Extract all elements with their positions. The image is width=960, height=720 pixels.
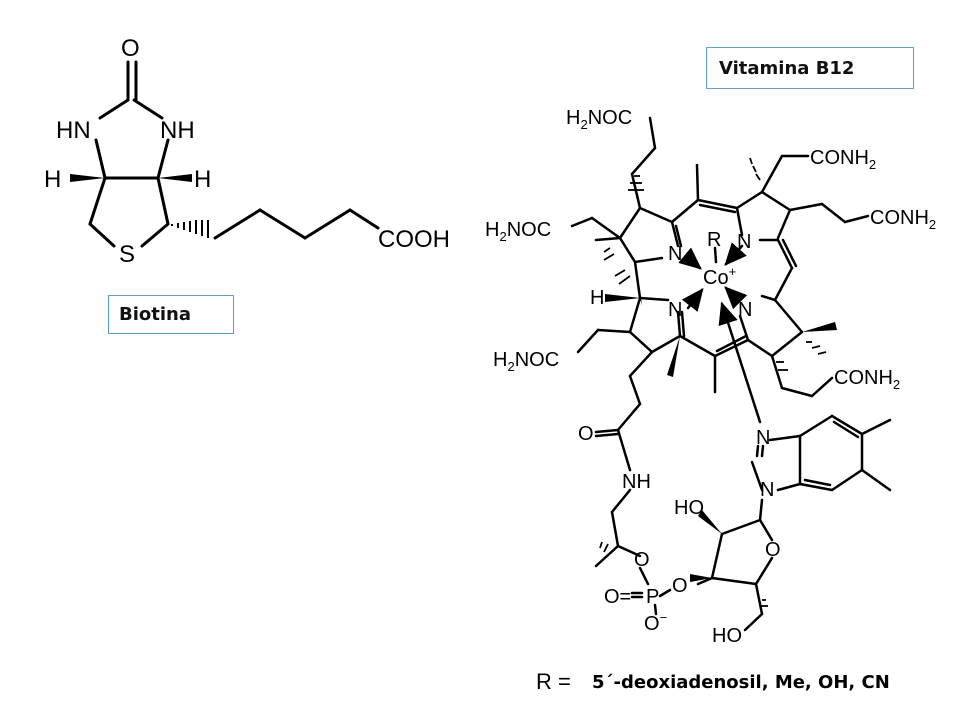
biotin-structure (88, 60, 380, 248)
biotin-h-right: H (194, 166, 211, 193)
b12-phosphate-p: P (646, 586, 659, 608)
b12-amide-lower-left: H2NOC (493, 349, 559, 374)
biotin-cooh: COOH (378, 226, 450, 253)
b12-conh2-top: CONH2 (810, 147, 876, 172)
b12-stereo-bonds (599, 157, 837, 607)
b12-amide-nh: NH (622, 471, 651, 493)
b12-atom-labels: H2NOC H2NOC H2NOC CONH2 CONH2 CONH2 R Co… (485, 107, 936, 647)
b12-corrin-skeleton (570, 116, 892, 632)
biotin-atom-labels: O HN NH H H S COOH (44, 35, 450, 268)
b12-h-ring: H (590, 287, 604, 309)
b12-ring-n-2: N (737, 231, 751, 253)
vitamin-b12-label-box: Vitamina B12 (706, 47, 914, 89)
b12-ring-n-3: N (668, 299, 682, 321)
biotin-nh-right: NH (160, 117, 195, 144)
b12-cobalt: Co+ (703, 264, 736, 289)
biotin-nh-left: HN (56, 117, 91, 144)
biotin-stereo-bonds (70, 174, 209, 238)
biotin-sulfur: S (119, 241, 135, 268)
b12-conh2-right: CONH2 (870, 207, 936, 232)
b12-bzim-n-top: N (756, 427, 770, 449)
biotin-label: Biotina (119, 304, 191, 325)
b12-ribose-ho: HO (674, 497, 704, 519)
biotin-label-box: Biotina (108, 295, 234, 334)
b12-phosphate-ester-o: O (634, 549, 650, 571)
b12-r-ligand: R (707, 229, 721, 251)
r-definition: 5´-deoxiadenosil, Me, OH, CN (592, 672, 890, 693)
b12-conh2-lower-right: CONH2 (834, 367, 900, 392)
b12-phosphate-o-double: O= (604, 586, 631, 608)
b12-amide-left: H2NOC (485, 219, 551, 244)
b12-phosphate-o-minus: O− (644, 610, 667, 635)
b12-amide-oxygen: O (578, 423, 594, 445)
b12-ribose-ho-bottom: HO (712, 625, 742, 647)
b12-ribose-ring-o: O (765, 539, 781, 561)
biotin-oxygen: O (121, 35, 140, 62)
b12-ribose-oxygen-link: O (672, 575, 688, 597)
b12-bzim-n-bottom: N (760, 479, 774, 501)
biotin-h-left: H (44, 166, 61, 193)
b12-ring-n-4: N (738, 299, 752, 321)
vitamin-b12-label: Vitamina B12 (719, 57, 855, 79)
r-prefix: R = (536, 669, 571, 694)
b12-amide-top: H2NOC (566, 107, 632, 132)
b12-ring-n-1: N (668, 243, 682, 265)
